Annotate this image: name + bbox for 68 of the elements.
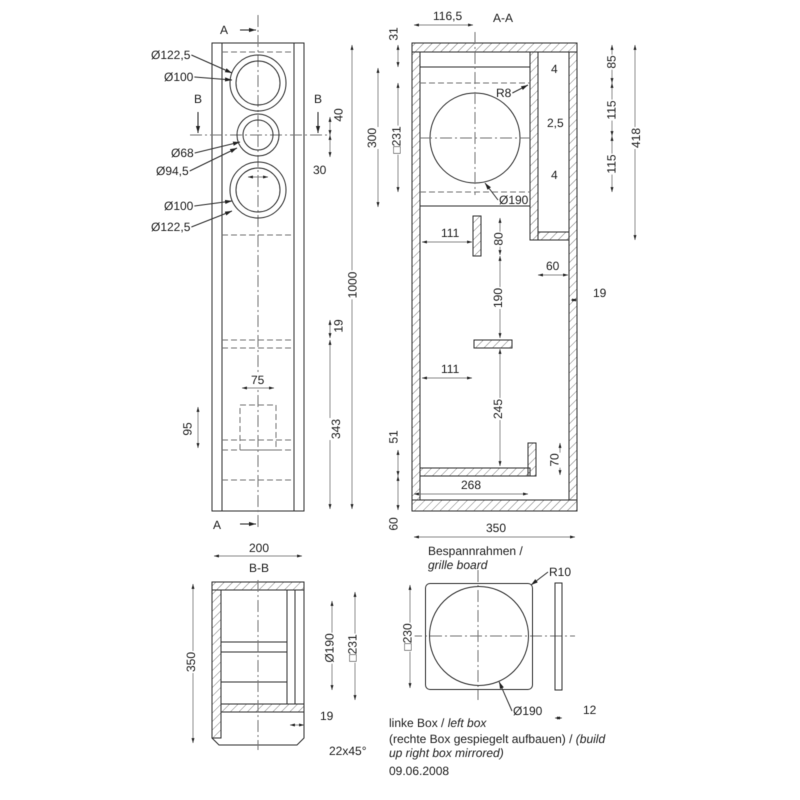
callout-label: Ø100	[163, 199, 194, 213]
note-text: 09.06.2008	[388, 764, 450, 778]
dimension-label: 19	[332, 318, 346, 334]
dimension-label: 418	[629, 126, 644, 150]
dimension-label: 115	[604, 99, 619, 121]
dimension-label: 70	[548, 452, 562, 468]
dimension-label: 268	[460, 478, 482, 492]
dimension-label: 51	[386, 429, 401, 445]
dimension-label: 85	[604, 54, 619, 70]
dimension-label: 60	[386, 516, 401, 532]
dimension-label: 115	[604, 153, 619, 175]
dimension-label: 19	[592, 286, 608, 300]
leader-line	[530, 572, 548, 586]
dimension-label: 75	[250, 373, 266, 387]
dimension-label: 1000	[345, 270, 360, 300]
leader-line	[190, 54, 232, 74]
section-label: B	[313, 92, 324, 106]
dimension-label: 95	[180, 421, 195, 437]
dimension-label: 22x45°	[328, 744, 368, 758]
dimension-label: 19	[319, 709, 334, 723]
callout-label: Ø122,5	[150, 220, 192, 234]
note-text: (rechte Box gespiegelt aufbauen) / (build up right box mirrored)	[388, 732, 606, 760]
dimension-label: 200	[248, 541, 270, 555]
leader-line	[194, 200, 232, 206]
note-text: linke Box / left box	[388, 716, 488, 730]
dimension-label: 111	[440, 362, 460, 376]
callout-label: Ø68	[170, 146, 195, 160]
leader-line	[194, 76, 232, 82]
section-label: A-A	[492, 11, 514, 25]
leader-line	[189, 148, 238, 172]
dimension-label: □231	[390, 125, 404, 155]
dimension-label: Ø190	[322, 632, 337, 664]
dimension-label: 343	[329, 418, 344, 440]
section-label: A	[219, 23, 230, 37]
dimension-label: 350	[485, 521, 508, 535]
dimension-label: 2,5	[546, 116, 565, 130]
dimension-label: 350	[184, 650, 198, 674]
callout-label: R10	[548, 565, 572, 579]
callout-label: Ø94,5	[155, 164, 190, 178]
dimension-label: 245	[491, 398, 506, 420]
dimension-label: □231	[346, 633, 360, 663]
dimension-label: □230	[400, 622, 415, 652]
dimension-label: 300	[365, 126, 380, 150]
dimension-label: 4	[550, 168, 559, 182]
leader-line	[498, 681, 512, 712]
section-label: A	[212, 518, 222, 532]
dimension-label: 31	[386, 26, 401, 42]
dimension-label: 4	[550, 62, 559, 76]
leader-line	[194, 142, 240, 154]
callout-label: R8	[495, 86, 512, 100]
dimension-label: 111	[440, 226, 460, 240]
dimension-label: 30	[312, 163, 328, 177]
dimension-label: 12	[582, 703, 598, 717]
dimension-label: 80	[492, 231, 506, 247]
section-label: B	[193, 92, 204, 106]
callout-label: Ø190	[498, 193, 530, 207]
leader-line	[512, 84, 528, 94]
callout-label: Ø100	[163, 70, 194, 84]
heading-text: Bespannrahmen / grille board	[428, 544, 524, 572]
leader-line	[484, 182, 498, 200]
dimension-label: 190	[491, 286, 506, 310]
section-label: B-B	[248, 561, 270, 575]
callout-label: Ø190	[512, 704, 544, 718]
dimension-label: 40	[332, 107, 346, 123]
dimension-label: 116,5	[432, 9, 464, 23]
leader-line	[190, 210, 232, 228]
callout-label: Ø122,5	[150, 48, 192, 62]
dimension-label: 60	[545, 259, 560, 273]
